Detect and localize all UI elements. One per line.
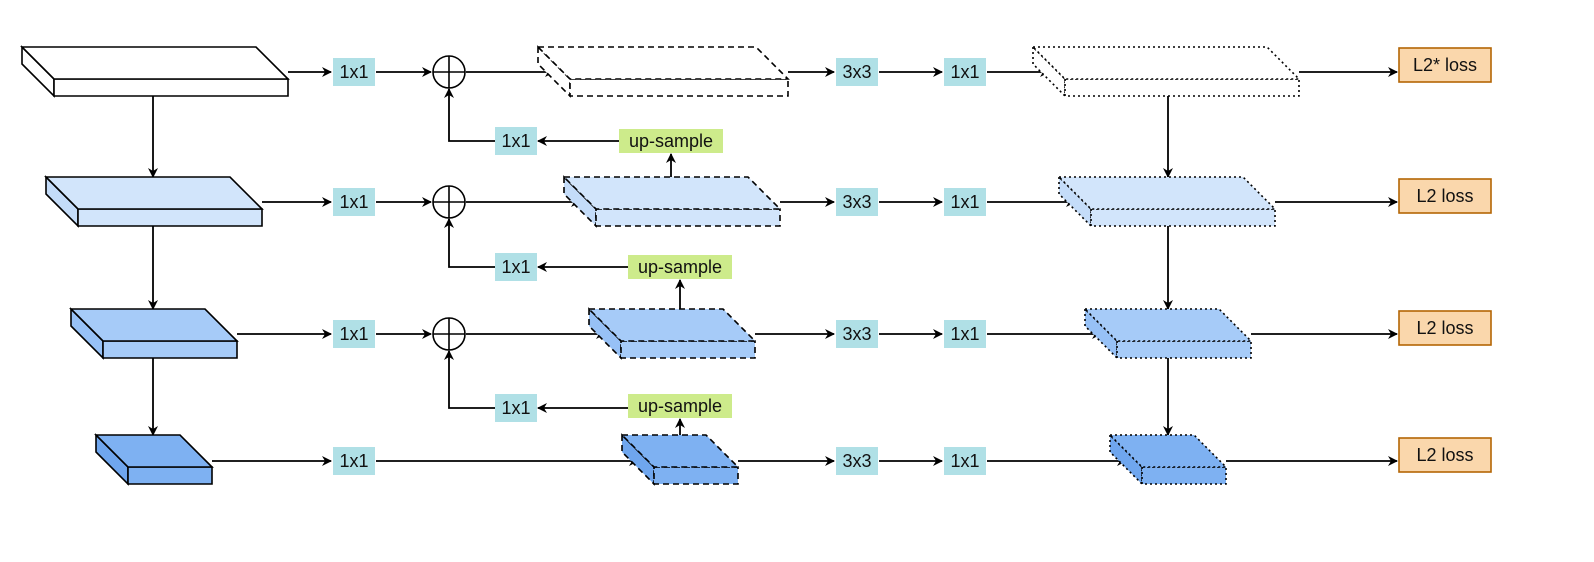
- conv-label: 1x1: [501, 131, 530, 151]
- add-circle-icon: [432, 185, 466, 219]
- conv-label: 1x1: [950, 451, 979, 471]
- merged-feature-map: [620, 433, 740, 486]
- upsample-label: up-sample: [629, 131, 713, 151]
- smooth-conv-3x3: 3x3: [836, 320, 878, 348]
- connections: [148, 67, 1398, 466]
- lateral-conv-1x1: 1x1: [333, 447, 375, 475]
- arrow: [444, 88, 495, 142]
- merged-feature-map: [587, 307, 757, 360]
- conv-label: 3x3: [842, 324, 871, 344]
- conv-label: 1x1: [501, 257, 530, 277]
- feature-maps: [20, 45, 1301, 486]
- head-conv-1x1: 1x1: [944, 320, 986, 348]
- upsample-box: up-sample: [628, 394, 732, 418]
- upsample-box: up-sample: [619, 129, 723, 153]
- topdown-conv-1x1: 1x1: [495, 253, 537, 281]
- loss-box: L2 loss: [1398, 437, 1492, 473]
- conv-label: 1x1: [950, 192, 979, 212]
- upsample-label: up-sample: [638, 396, 722, 416]
- merged-feature-map: [562, 175, 782, 228]
- upsample-label: up-sample: [638, 257, 722, 277]
- conv-label: 3x3: [842, 62, 871, 82]
- smooth-conv-3x3: 3x3: [836, 58, 878, 86]
- conv-label: 3x3: [842, 192, 871, 212]
- loss-label: L2 loss: [1416, 445, 1473, 465]
- loss-label: L2 loss: [1416, 186, 1473, 206]
- operations: 1x1 3x3 1x1 L2* loss 1x1 3x3 1x1 L2 loss 1x1 3x3 1…: [333, 47, 1492, 475]
- conv-label: 1x1: [950, 62, 979, 82]
- lateral-conv-1x1: 1x1: [333, 58, 375, 86]
- conv-label: 1x1: [339, 451, 368, 471]
- backbone-feature-map: [20, 45, 290, 98]
- loss-box: L2 loss: [1398, 178, 1492, 214]
- add-circle-icon: [432, 317, 466, 351]
- smooth-conv-3x3: 3x3: [836, 447, 878, 475]
- topdown-conv-1x1: 1x1: [495, 394, 537, 422]
- add-circle-icon: [432, 55, 466, 89]
- head-conv-1x1: 1x1: [944, 447, 986, 475]
- output-feature-map: [1083, 307, 1253, 360]
- conv-label: 1x1: [501, 398, 530, 418]
- head-conv-1x1: 1x1: [944, 58, 986, 86]
- output-feature-map: [1031, 45, 1301, 98]
- backbone-feature-map: [44, 175, 264, 228]
- head-conv-1x1: 1x1: [944, 188, 986, 216]
- conv-label: 1x1: [950, 324, 979, 344]
- upsample-box: up-sample: [628, 255, 732, 279]
- arrow: [444, 218, 495, 268]
- conv-label: 1x1: [339, 324, 368, 344]
- output-feature-map: [1108, 433, 1228, 486]
- loss-label: L2 loss: [1416, 318, 1473, 338]
- backbone-feature-map: [94, 433, 214, 486]
- merged-feature-map: [536, 45, 790, 98]
- arrow: [444, 350, 495, 409]
- backbone-feature-map: [69, 307, 239, 360]
- loss-box: L2* loss: [1398, 47, 1492, 83]
- output-feature-map: [1057, 175, 1277, 228]
- conv-label: 1x1: [339, 62, 368, 82]
- loss-label: L2* loss: [1413, 55, 1477, 75]
- lateral-conv-1x1: 1x1: [333, 188, 375, 216]
- lateral-conv-1x1: 1x1: [333, 320, 375, 348]
- topdown-conv-1x1: 1x1: [495, 127, 537, 155]
- smooth-conv-3x3: 3x3: [836, 188, 878, 216]
- conv-label: 1x1: [339, 192, 368, 212]
- conv-label: 3x3: [842, 451, 871, 471]
- loss-box: L2 loss: [1398, 310, 1492, 346]
